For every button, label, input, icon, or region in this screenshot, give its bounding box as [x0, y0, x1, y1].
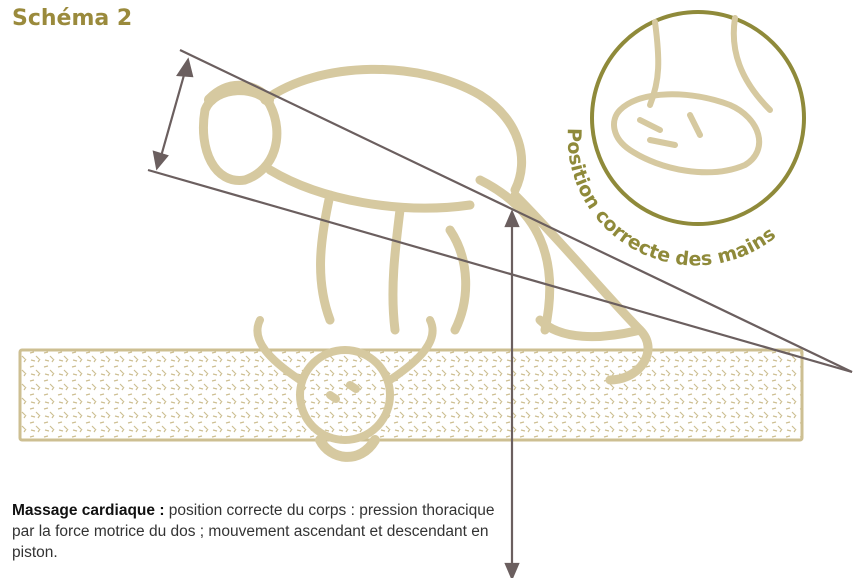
- back-motion-arrow: [154, 60, 192, 168]
- caption-heading: Massage cardiaque :: [12, 502, 164, 519]
- rescuer-figure: [203, 69, 648, 380]
- caption: Massage cardiaque : position correcte du…: [12, 500, 512, 563]
- hands-inset: [592, 12, 804, 224]
- hands-inset-circle: [592, 12, 804, 224]
